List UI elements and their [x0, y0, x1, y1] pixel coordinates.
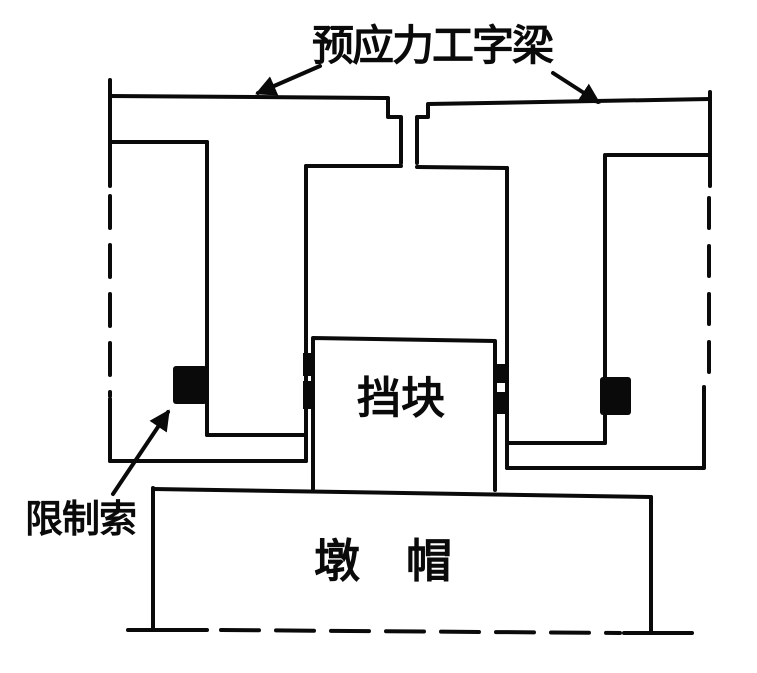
stopper-block-outline — [311, 336, 497, 492]
gap-pad-right-upper — [493, 364, 506, 383]
right-beam-top-edge — [415, 97, 712, 165]
gap-pad-left-upper — [303, 353, 315, 376]
pier-cap: 墩 帽 — [151, 486, 653, 634]
beam-callout: 预应力工字梁 — [255, 21, 601, 104]
cable-leader-arrow — [111, 409, 170, 496]
beam-leader-arrow-right — [551, 71, 601, 104]
right-beam-flange-soffit-left — [415, 165, 509, 170]
stopper-block: 挡块 — [303, 336, 506, 492]
prestressed-beam-right — [415, 90, 712, 470]
pier-cap-label: 墩 帽 — [314, 534, 452, 588]
beam-leader-arrow-left — [255, 64, 322, 96]
restraint-anchor-right — [600, 377, 631, 415]
restraint-cable-anchors — [173, 366, 631, 415]
gap-pad-left-lower — [303, 381, 315, 409]
left-beam-top-edge — [108, 94, 403, 165]
ground-line-dashed — [219, 628, 622, 635]
pier-cap-top-edge — [151, 487, 653, 499]
beam-label: 预应力工字梁 — [312, 21, 554, 70]
cable-callout: 限制索 — [25, 409, 170, 541]
stopper-block-label: 挡块 — [357, 373, 445, 424]
gap-pad-right-lower — [493, 392, 506, 414]
restraint-anchor-left — [173, 366, 207, 404]
cable-label: 限制索 — [25, 497, 136, 541]
ground-line — [126, 628, 694, 635]
